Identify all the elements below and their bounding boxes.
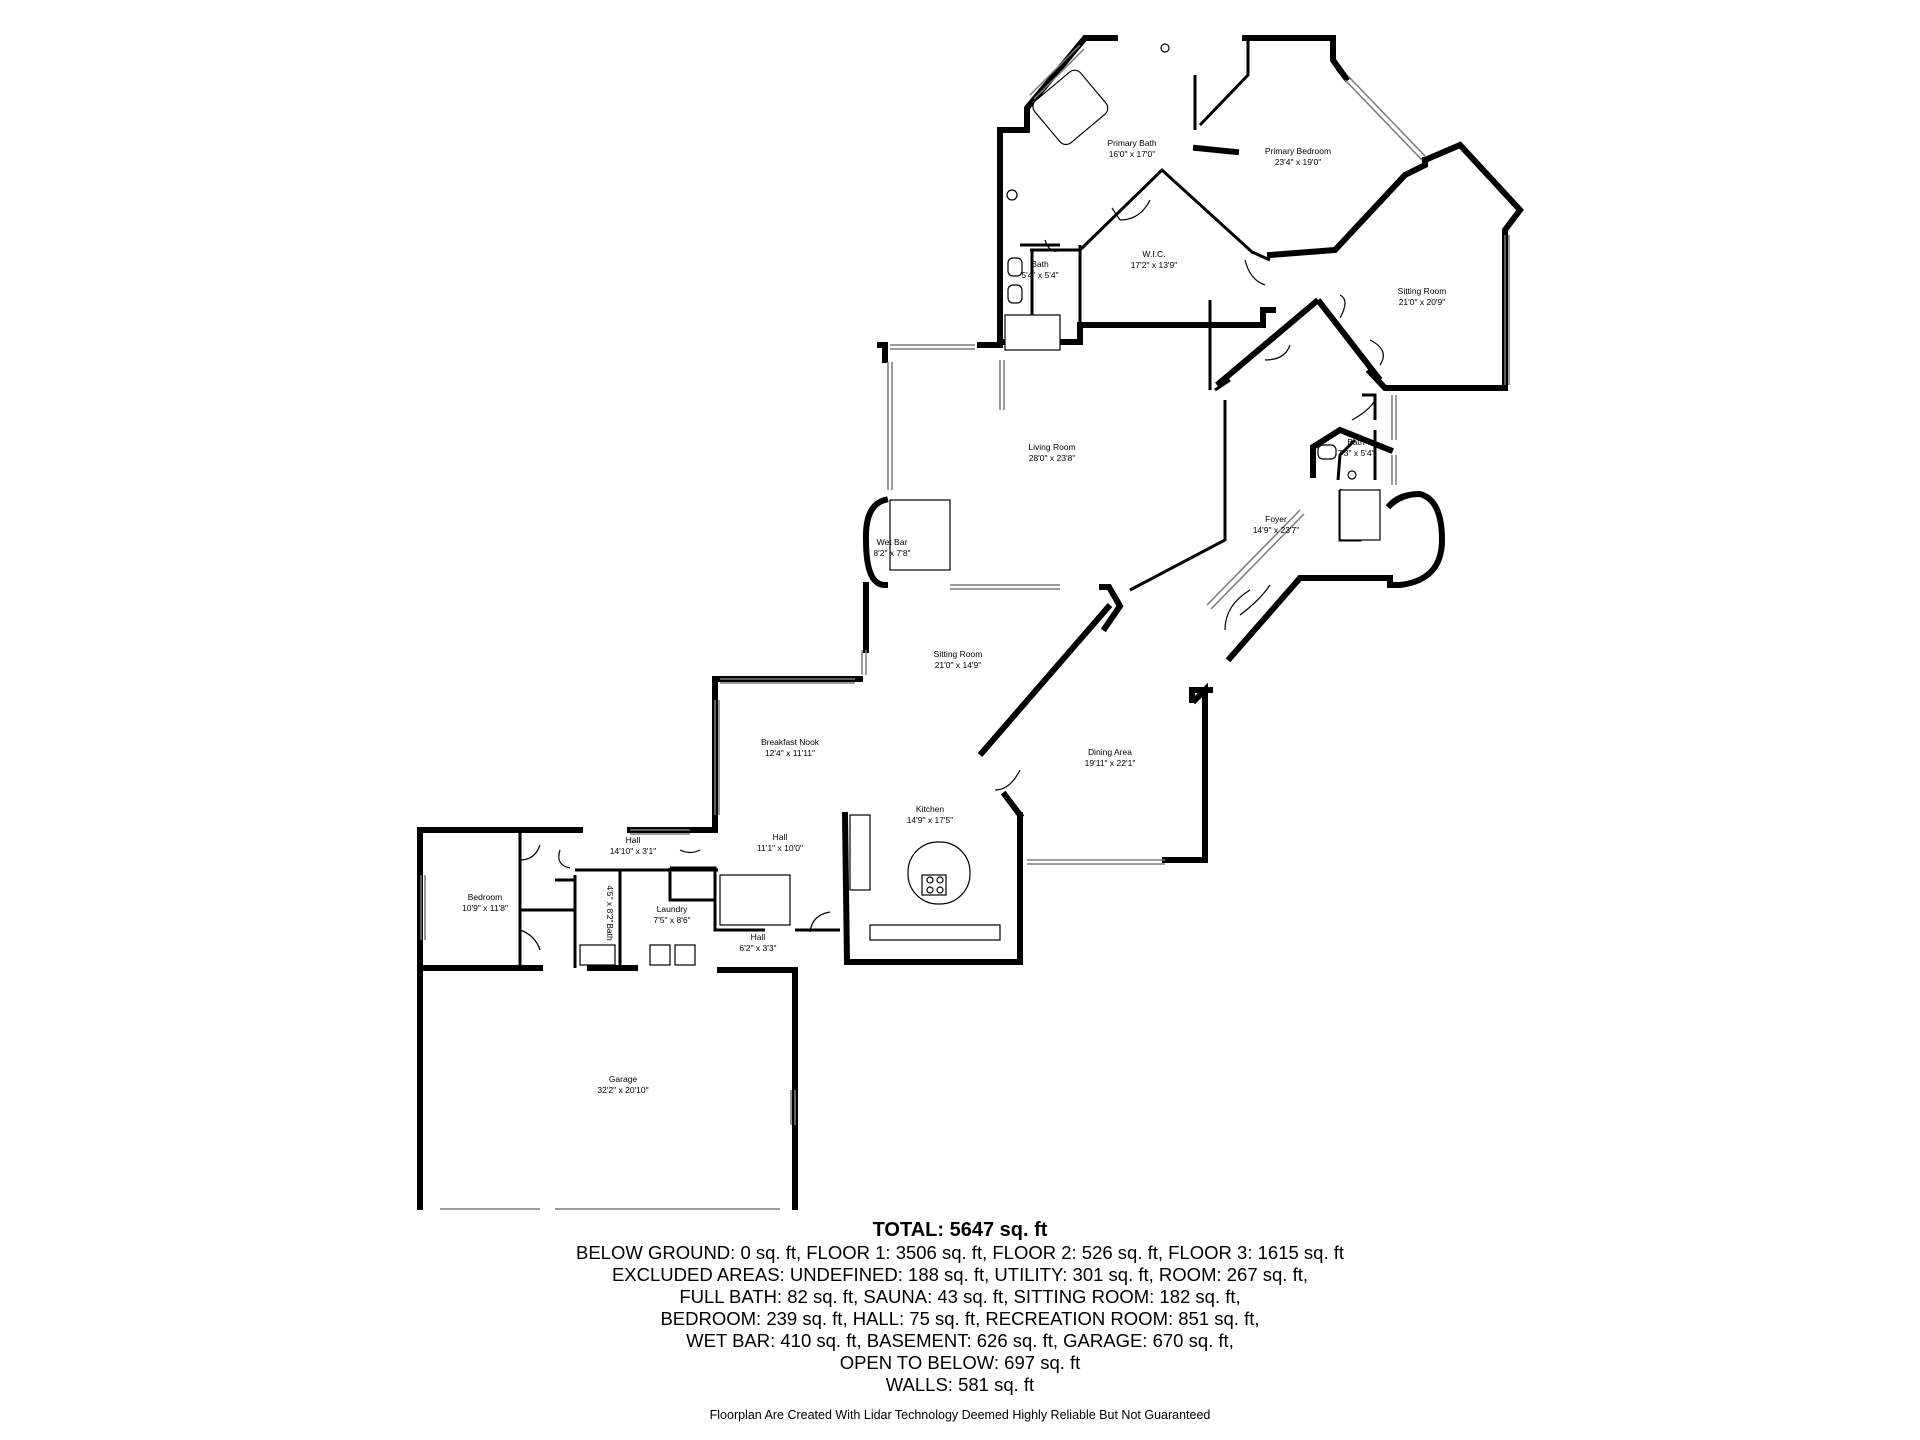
wet-bar-counter [889,499,951,571]
sink-upper-left [1006,189,1018,201]
room-dimensions: 19'11" x 22'1" [1085,758,1136,768]
bathtub [1032,69,1109,146]
room-name: Laundry [657,904,688,914]
room-name: Hall [626,835,641,845]
room-dimensions: 7'5" x 8'6" [653,915,690,925]
room-dimensions: 21'0" x 14'9" [935,660,982,670]
summary-line: BELOW GROUND: 0 sq. ft, FLOOR 1: 3506 sq… [575,1242,1345,1263]
room-name: Sitting Room [1398,286,1447,296]
summary-line: WET BAR: 410 sq. ft, BASEMENT: 626 sq. f… [686,1330,1234,1351]
room-name: Hall [751,932,766,942]
burner [926,876,934,884]
room-dimensions: 28'0" x 23'8" [1029,453,1076,463]
sink-foyer-bath [1347,470,1357,480]
toilet-foyer [1317,444,1337,460]
room-dimensions: 16'0" x 17'0" [1109,149,1156,159]
room-dimensions: 23'4" x 19'0" [1275,157,1322,167]
room-dimensions: 14'9" x 17'5" [907,815,954,825]
room-name: W.I.C. [1142,249,1165,259]
room-dimensions: 6'2" x 3'3" [739,943,776,953]
toilet-upper-2 [1007,284,1023,304]
dryer [674,944,696,966]
room-name: Dining Area [1088,747,1132,757]
room-name: Bath [1031,259,1049,269]
stairs-lower [719,874,791,926]
main-diagonal-walls [977,297,1383,757]
room-dimensions: 11'1" x 10'0" [757,843,803,853]
room-dimensions: 12'4" x 11'11" [765,748,815,758]
summary-line: WALLS: 581 sq. ft [885,1374,1035,1395]
total-area: TOTAL: 5647 sq. ft [872,1219,1048,1241]
room-label-wic: W.I.C.17'2" x 13'9" [1131,249,1178,270]
fireplace [1004,314,1061,351]
room-dimensions: 14'9" x 23'7" [1253,525,1300,535]
room-name: Sitting Room [934,649,983,659]
room-name: Primary Bedroom [1265,146,1331,156]
room-name: Kitchen [916,804,945,814]
shower [579,944,616,966]
room-dimensions: 8'2" x 7'8" [873,548,910,558]
room-name: Living Room [1028,442,1075,452]
room-dimensions: 32'2" x 20'10" [597,1085,648,1095]
room-dimensions: 10'9" x 11'8" [462,903,508,913]
toilet-upper [1007,257,1023,277]
fixtures [579,43,1381,966]
sink-primary [1160,43,1170,53]
disclaimer: Floorplan Are Created With Lidar Technol… [709,1408,1211,1422]
room-name: Primary Bath [1107,138,1156,148]
windows [420,44,1510,1210]
area-summary: TOTAL: 5647 sq. ft BELOW GROUND: 0 sq. f… [0,1218,1920,1396]
room-name: Bath [1347,437,1365,447]
exterior-walls [417,35,1524,1210]
room-dimensions: 21'0" x 20'9" [1399,297,1446,307]
kitchen-counter-left [849,814,871,891]
summary-line: EXCLUDED AREAS: UNDEFINED: 188 sq. ft, U… [611,1264,1309,1285]
door-swings [519,199,1384,951]
room-name: Wet Bar [877,537,908,547]
stairs [1339,489,1381,541]
room-name: Breakfast Nook [761,737,820,747]
kitchen-counter [869,924,1001,941]
summary-line: BEDROOM: 239 sq. ft, HALL: 75 sq. ft, RE… [660,1308,1260,1329]
room-dimensions: 7'3" x 5'4" [1337,448,1374,458]
room-name: Foyer [1265,514,1287,524]
burner-3 [926,886,934,894]
room-dimensions: 17'2" x 13'9" [1131,260,1178,270]
summary-line: OPEN TO BELOW: 697 sq. ft [839,1352,1081,1373]
burner-2 [936,876,944,884]
washer [649,944,671,966]
room-name: Bath [605,923,615,941]
room-name: Bedroom [468,892,503,902]
summary-line: FULL BATH: 82 sq. ft, SAUNA: 43 sq. ft, … [679,1286,1241,1307]
room-name: Garage [609,1074,638,1084]
room-dimensions: 5'4" x 5'4" [1021,270,1058,280]
burner-4 [936,886,944,894]
room-dimensions: 14'10" x 3'1" [610,846,657,856]
room-name: Hall [773,832,788,842]
room-dimensions: 4'5" x 8'2" [605,885,615,922]
